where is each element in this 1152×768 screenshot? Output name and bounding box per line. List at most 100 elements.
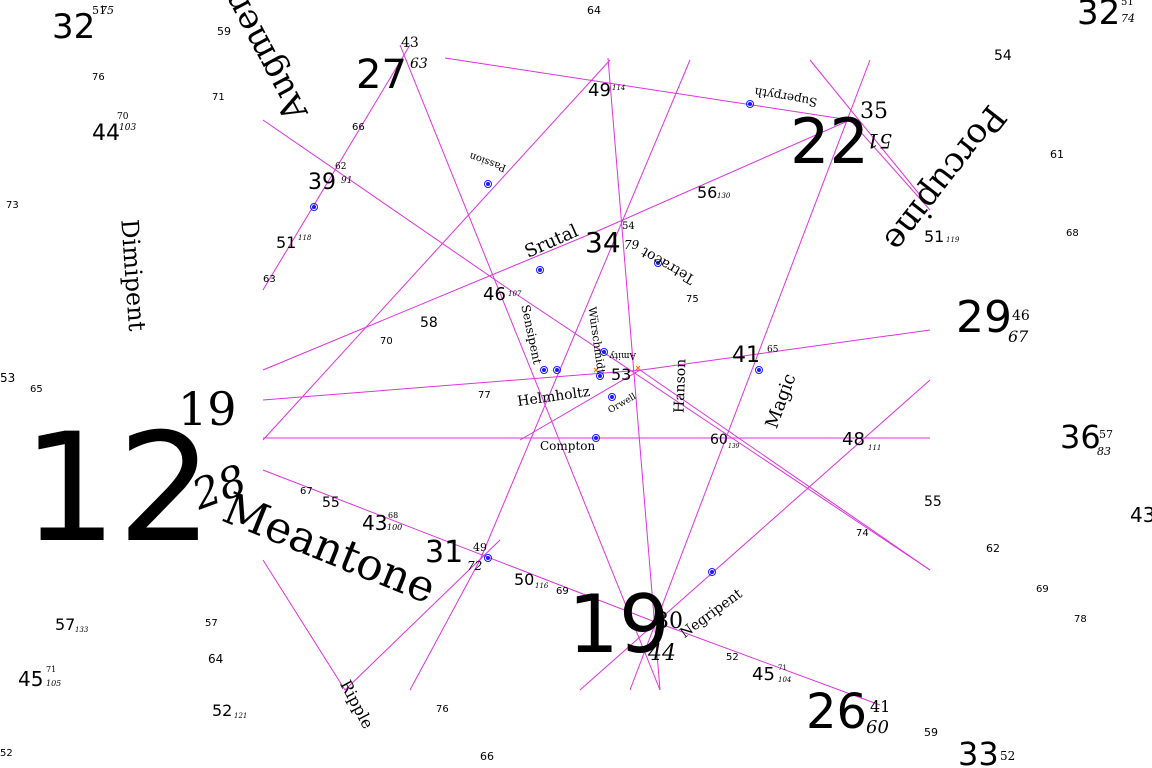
svg-text:67: 67	[1008, 327, 1029, 346]
label-dimipent: Dimipent	[115, 218, 151, 332]
small-labels: 59 64 61 73 76 71 65 66 63 70 77 67 62 6…	[0, 4, 1087, 763]
svg-text:59: 59	[924, 726, 938, 739]
edo-53: 53	[611, 365, 631, 384]
svg-text:63: 63	[263, 274, 276, 285]
svg-text:64: 64	[208, 652, 223, 666]
label-tetracot: Tetracot	[638, 243, 698, 287]
edo-58: 58	[420, 315, 438, 331]
svg-text:114: 114	[612, 84, 625, 92]
lattice-nodes	[310, 100, 763, 576]
svg-text:71: 71	[778, 664, 787, 672]
svg-text:60: 60	[710, 432, 728, 448]
svg-text:55: 55	[322, 495, 340, 511]
svg-text:49: 49	[588, 80, 611, 101]
svg-text:54: 54	[622, 221, 635, 232]
svg-text:139: 139	[728, 443, 740, 450]
svg-text:71: 71	[46, 665, 56, 674]
svg-text:46: 46	[483, 284, 506, 305]
svg-text:53: 53	[611, 365, 631, 384]
svg-text:63: 63	[410, 56, 428, 72]
label-augmented: Augmented	[188, 0, 317, 128]
svg-text:43: 43	[362, 511, 387, 535]
svg-text:133: 133	[75, 626, 89, 634]
svg-text:116: 116	[535, 582, 549, 590]
svg-text:52: 52	[212, 701, 232, 720]
svg-text:51: 51	[92, 4, 106, 17]
edo-55: 55	[924, 494, 942, 510]
svg-text:32: 32	[52, 7, 95, 47]
svg-text:118: 118	[298, 234, 312, 242]
svg-text:19: 19	[178, 382, 237, 436]
svg-text:57: 57	[205, 618, 218, 629]
svg-text:61: 61	[1050, 148, 1064, 161]
svg-text:76: 76	[436, 704, 449, 715]
label-porcupine: Porcupine	[875, 97, 1014, 259]
svg-text:58: 58	[420, 315, 438, 331]
svg-text:46: 46	[1012, 308, 1030, 324]
svg-text:56: 56	[697, 183, 717, 202]
svg-text:91: 91	[341, 176, 352, 186]
svg-text:22: 22	[790, 105, 869, 178]
svg-text:57: 57	[1099, 428, 1113, 441]
svg-text:52: 52	[0, 748, 13, 759]
label-passion: Passion	[468, 150, 508, 174]
svg-text:79: 79	[624, 238, 640, 252]
svg-text:72: 72	[467, 559, 482, 573]
label-wurschmidt: Würschmidt	[585, 306, 607, 375]
svg-text:33: 33	[958, 735, 999, 768]
svg-text:59: 59	[217, 25, 231, 38]
svg-text:19: 19	[568, 578, 670, 671]
svg-text:104: 104	[778, 676, 791, 684]
svg-text:30: 30	[655, 609, 683, 634]
svg-text:51: 51	[867, 129, 892, 153]
label-ripple: Ripple	[336, 677, 377, 732]
svg-text:65: 65	[767, 345, 779, 355]
svg-text:74: 74	[856, 528, 869, 539]
svg-text:57: 57	[55, 615, 75, 634]
svg-text:78: 78	[1074, 614, 1087, 625]
svg-text:75: 75	[686, 294, 699, 305]
svg-text:52: 52	[1000, 749, 1015, 763]
edo-43-edge: 43	[1130, 503, 1152, 527]
svg-text:26: 26	[806, 684, 867, 740]
svg-text:39: 39	[308, 170, 336, 195]
svg-text:12: 12	[22, 402, 213, 576]
label-magic: Magic	[761, 371, 800, 431]
svg-text:29: 29	[956, 292, 1012, 343]
svg-text:32: 32	[1077, 0, 1120, 33]
svg-text:48: 48	[842, 429, 865, 450]
label-superpyth: Superpyth	[753, 85, 818, 110]
label-compton: Compton	[540, 439, 596, 453]
svg-text:51: 51	[924, 227, 944, 246]
svg-text:121: 121	[234, 712, 247, 720]
svg-text:71: 71	[212, 92, 225, 103]
edo-54: 54	[994, 48, 1012, 64]
svg-text:41: 41	[732, 343, 760, 368]
svg-text:55: 55	[924, 494, 942, 510]
label-hanson: Hanson	[672, 359, 690, 414]
svg-text:68: 68	[1066, 228, 1079, 239]
svg-text:41: 41	[870, 697, 890, 716]
svg-text:100: 100	[387, 523, 402, 532]
svg-text:51: 51	[1121, 0, 1134, 8]
svg-text:119: 119	[946, 236, 960, 244]
